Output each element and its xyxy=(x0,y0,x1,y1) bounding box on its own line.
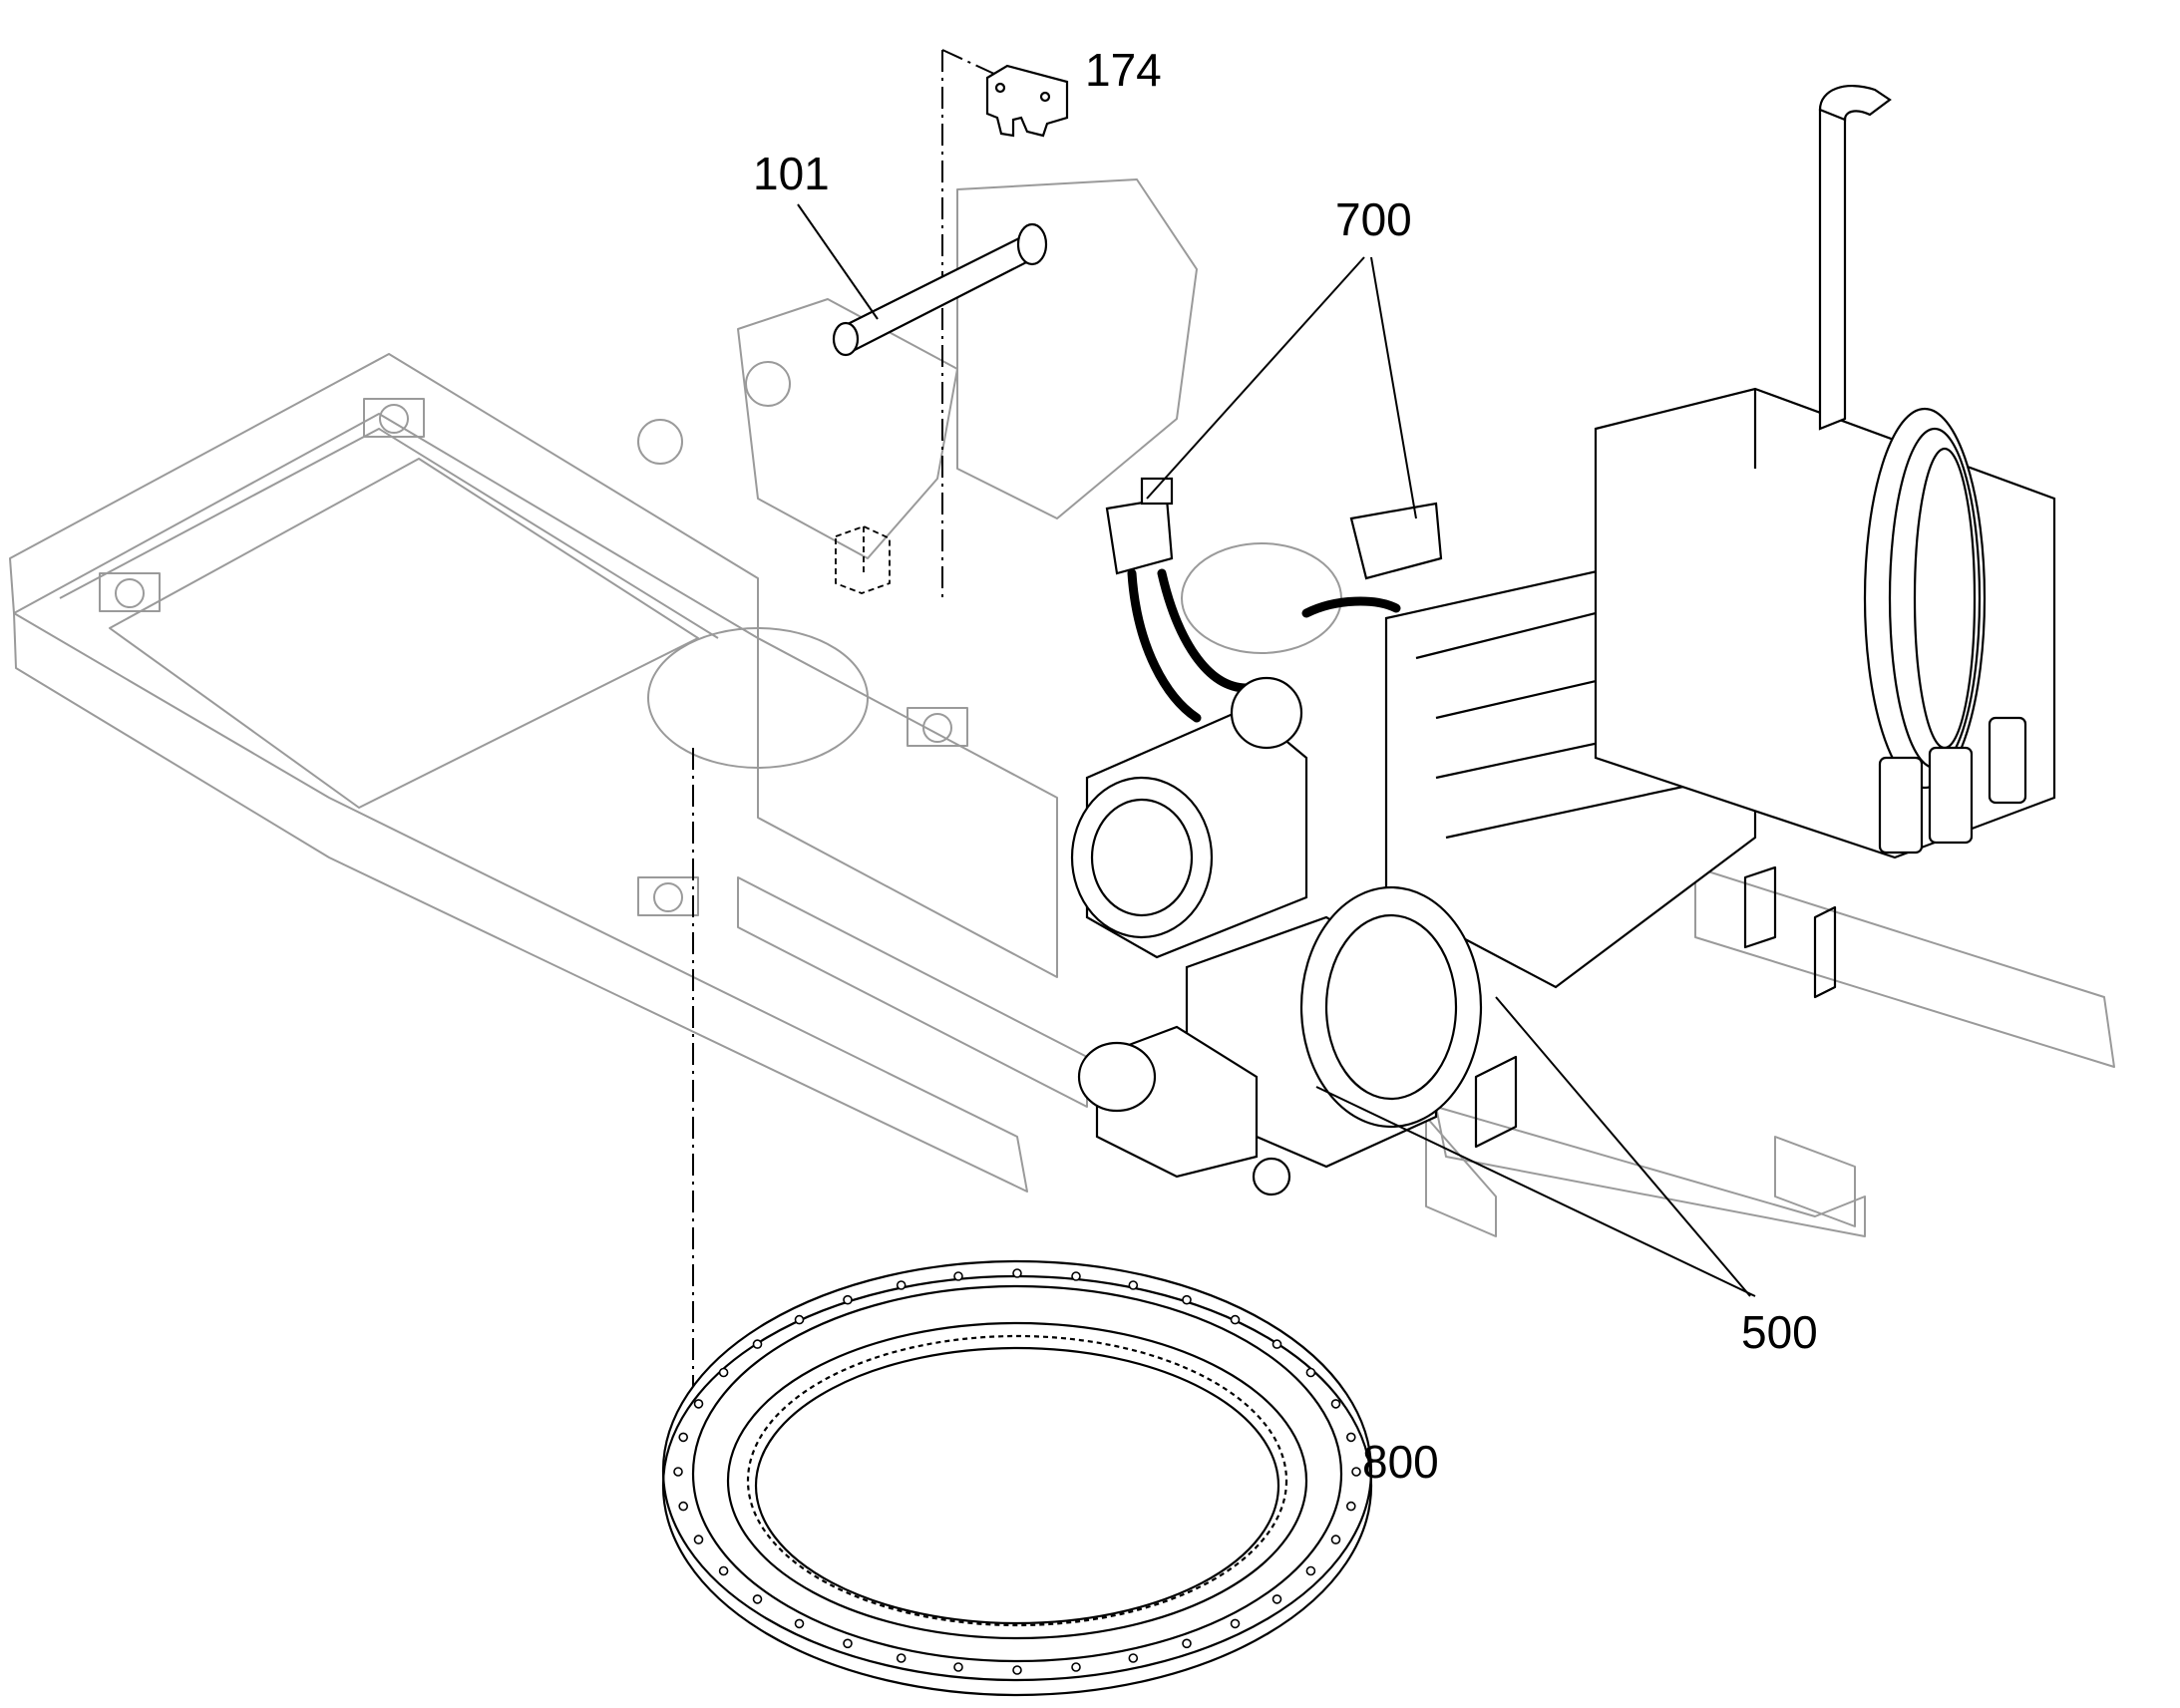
callout-174: 174 xyxy=(1085,44,1162,96)
bolt-hole xyxy=(1071,1271,1081,1281)
bearing-bolt-holes xyxy=(673,1268,1361,1675)
callout-700: 700 xyxy=(1335,193,1412,245)
bolt-hole xyxy=(752,1594,763,1604)
callout-500: 500 xyxy=(1741,1306,1818,1358)
bolt-hole xyxy=(718,1367,729,1378)
bolt-hole xyxy=(1351,1467,1361,1477)
bolt-hole xyxy=(1182,1638,1192,1649)
bolt-hole xyxy=(843,1638,853,1649)
bolt-hole xyxy=(1330,1535,1341,1544)
bolt-hole xyxy=(1346,1432,1356,1443)
bolt-hole xyxy=(693,1535,704,1544)
bolt-hole xyxy=(752,1339,763,1349)
bolt-hole xyxy=(896,1280,907,1290)
hidden-part-dashed xyxy=(835,525,891,594)
bolt-hole xyxy=(673,1467,683,1477)
bolt-hole xyxy=(1305,1565,1316,1576)
part-800-swing-bearing xyxy=(661,1259,1373,1697)
leader-500-a xyxy=(1495,996,1751,1297)
leader-lines xyxy=(797,203,1756,1297)
leader-101 xyxy=(797,203,879,320)
leader-500-b xyxy=(1315,1086,1756,1297)
bolt-hole xyxy=(843,1294,853,1305)
bolt-hole xyxy=(1346,1501,1356,1512)
part-700-filter-assembly xyxy=(1105,477,1443,723)
bolt-hole xyxy=(1128,1653,1139,1663)
bolt-hole xyxy=(1272,1339,1282,1349)
bolt-hole xyxy=(794,1314,805,1325)
assembly-centerlines xyxy=(692,49,1008,1446)
bolt-hole xyxy=(678,1501,689,1512)
bolt-hole xyxy=(1128,1280,1139,1290)
bolt-hole xyxy=(718,1565,729,1576)
bolt-hole xyxy=(693,1399,704,1409)
bolt-hole xyxy=(953,1271,963,1281)
bolt-hole xyxy=(1330,1399,1341,1409)
leader-700-b xyxy=(1370,256,1417,519)
bolt-hole xyxy=(896,1653,907,1663)
part-101-pin xyxy=(832,222,1048,357)
bolt-hole xyxy=(1012,1268,1022,1278)
bolt-hole xyxy=(794,1618,805,1629)
bolt-hole xyxy=(1071,1662,1081,1672)
part-500-engine-assembly xyxy=(1070,85,2056,1196)
bolt-hole xyxy=(1182,1294,1192,1305)
callout-800: 800 xyxy=(1362,1436,1439,1488)
bolt-hole xyxy=(1012,1665,1022,1675)
bolt-hole xyxy=(1272,1594,1282,1604)
bolt-hole xyxy=(678,1432,689,1443)
bolt-hole xyxy=(1230,1618,1241,1629)
bolt-hole xyxy=(1230,1314,1241,1325)
part-174-bracket xyxy=(985,64,1069,138)
bolt-hole xyxy=(1305,1367,1316,1378)
callout-101: 101 xyxy=(753,148,830,199)
callout-labels: 174 101 700 500 800 xyxy=(753,44,1818,1488)
leader-700-a xyxy=(1146,256,1365,500)
bolt-hole xyxy=(953,1662,963,1672)
